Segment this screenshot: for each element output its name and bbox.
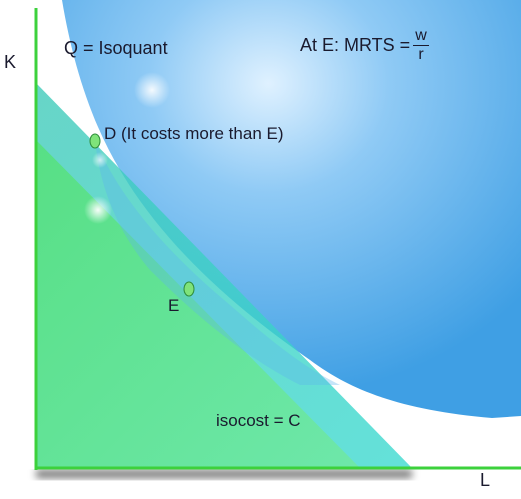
- highlight-glow: [134, 72, 170, 108]
- x-axis-label: L: [480, 470, 491, 490]
- highlight-glow: [84, 196, 112, 224]
- point-e-marker: [183, 281, 195, 297]
- point-d-marker: [89, 133, 101, 149]
- y-axis-label: K: [4, 52, 17, 72]
- mrts-numerator: w: [413, 27, 429, 46]
- mrts-denominator: r: [418, 46, 424, 63]
- mrts-condition: At E: MRTS = w r: [300, 28, 429, 63]
- isoquant-label: Q = Isoquant: [64, 38, 168, 58]
- isocost-line-inner: [36, 140, 360, 468]
- isocost-label: isocost = C: [216, 411, 301, 430]
- highlight-glow: [92, 152, 108, 168]
- mrts-prefix: At E: MRTS =: [300, 35, 411, 55]
- point-e-label: E: [168, 296, 180, 315]
- point-d-label: D (It costs more than E): [104, 124, 284, 143]
- mrts-fraction: w r: [413, 28, 429, 63]
- isoquant-region: [62, 0, 521, 418]
- isocost-shadow: [36, 470, 412, 478]
- isoquant-overlap: [95, 140, 340, 385]
